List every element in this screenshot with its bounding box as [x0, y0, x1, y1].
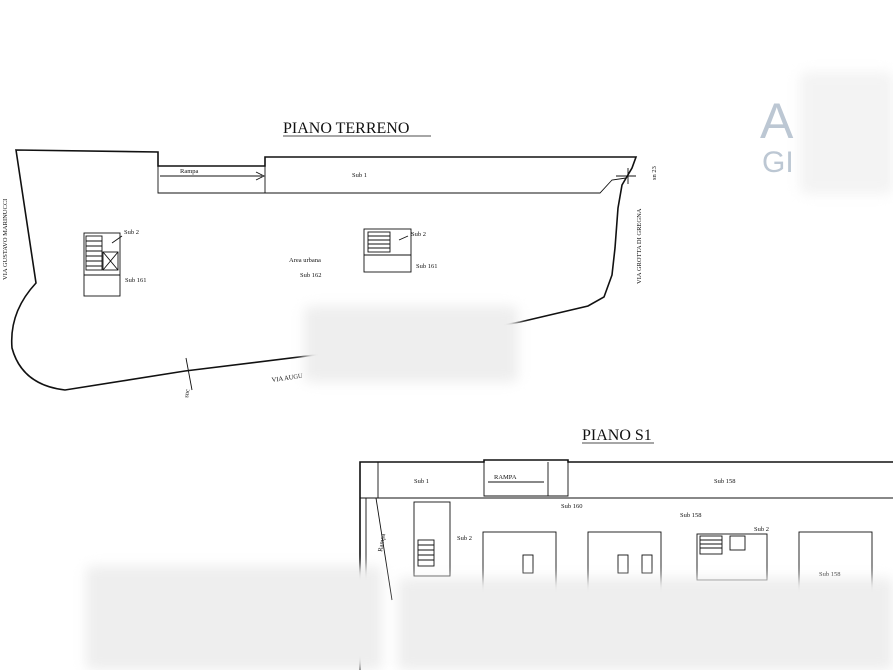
ground-left-stair: [85, 235, 103, 271]
ground-via-bottom: VIA AUGU: [271, 373, 303, 384]
s1-left-core: [413, 501, 451, 577]
ground-sub2-right-leader: [398, 235, 409, 241]
blur-patch-ground: [304, 306, 518, 382]
s1-rampa: RAMPA: [494, 474, 517, 481]
ground-ramp-arrowhead: [255, 171, 266, 181]
s1-center-core: [696, 533, 768, 581]
s1-sub158-right: Sub 158: [819, 571, 841, 578]
ground-center-stair-steps: [368, 235, 390, 249]
s1-left-stair: [417, 539, 435, 567]
s1-center-lift: [729, 535, 746, 551]
s1-pillar-1: [522, 554, 534, 574]
ground-floor-title: PIANO TERRENO: [283, 120, 409, 137]
ground-bottom-entrance: [185, 357, 193, 391]
s1-ramp-box: [483, 462, 569, 497]
ground-sub2-left: Sub 2: [124, 229, 139, 236]
s1-center-stair: [699, 535, 723, 555]
blur-patch-watermark: [800, 72, 893, 194]
ground-left-core: [83, 232, 121, 297]
s1-pillar-2: [617, 554, 629, 574]
s1-title: PIANO S1: [582, 427, 652, 444]
ground-left-lift-cross: [102, 251, 119, 271]
s1-sub1: Sub 1: [414, 478, 429, 485]
ground-sub2-right: Sub 2: [411, 231, 426, 238]
ground-bottom-small: snc: [183, 388, 191, 398]
ground-area-urbana: Area urbana: [289, 257, 321, 264]
ground-ramp-band: [157, 166, 627, 194]
s1-sub160: Sub 160: [561, 503, 583, 510]
s1-sub158-mid: Sub 158: [680, 512, 702, 519]
ground-sub161-right: Sub 161: [416, 263, 438, 270]
ground-sub162: Sub 162: [300, 272, 322, 279]
s1-left-stair-steps: [418, 544, 434, 561]
watermark-letter: A: [760, 93, 794, 149]
ground-rampa-label: Rampa: [180, 168, 199, 175]
s1-sub2-right: Sub 2: [754, 526, 769, 533]
ground-sub1-label: Sub 1: [352, 172, 367, 179]
s1-pillar-3: [641, 554, 653, 574]
s1-rampa-side: Rampa: [377, 533, 387, 552]
ground-sub161-left: Sub 161: [125, 277, 147, 284]
ground-left-lift: [102, 251, 119, 271]
s1-sub2-left: Sub 2: [457, 535, 472, 542]
ground-via-right: VIA GROTTA DI GREGNA: [636, 208, 643, 284]
blur-patch-bottom-right: [398, 578, 893, 670]
blur-patch-bottom-left: [86, 566, 382, 670]
ground-center-core: [363, 228, 412, 273]
ground-sub2-left-leader: [111, 235, 123, 244]
ground-center-stair: [367, 231, 391, 253]
ground-left-stair-steps: [86, 240, 102, 267]
watermark-line2: GI: [762, 146, 794, 179]
ground-perimeter: [10, 149, 638, 391]
s1-center-stair-steps: [700, 539, 722, 549]
ground-via-right-num: sn 23: [651, 166, 658, 180]
ground-via-left: VIA GUSTAVO MARINUCCI: [2, 199, 9, 280]
s1-sub158-top: Sub 158: [714, 478, 736, 485]
